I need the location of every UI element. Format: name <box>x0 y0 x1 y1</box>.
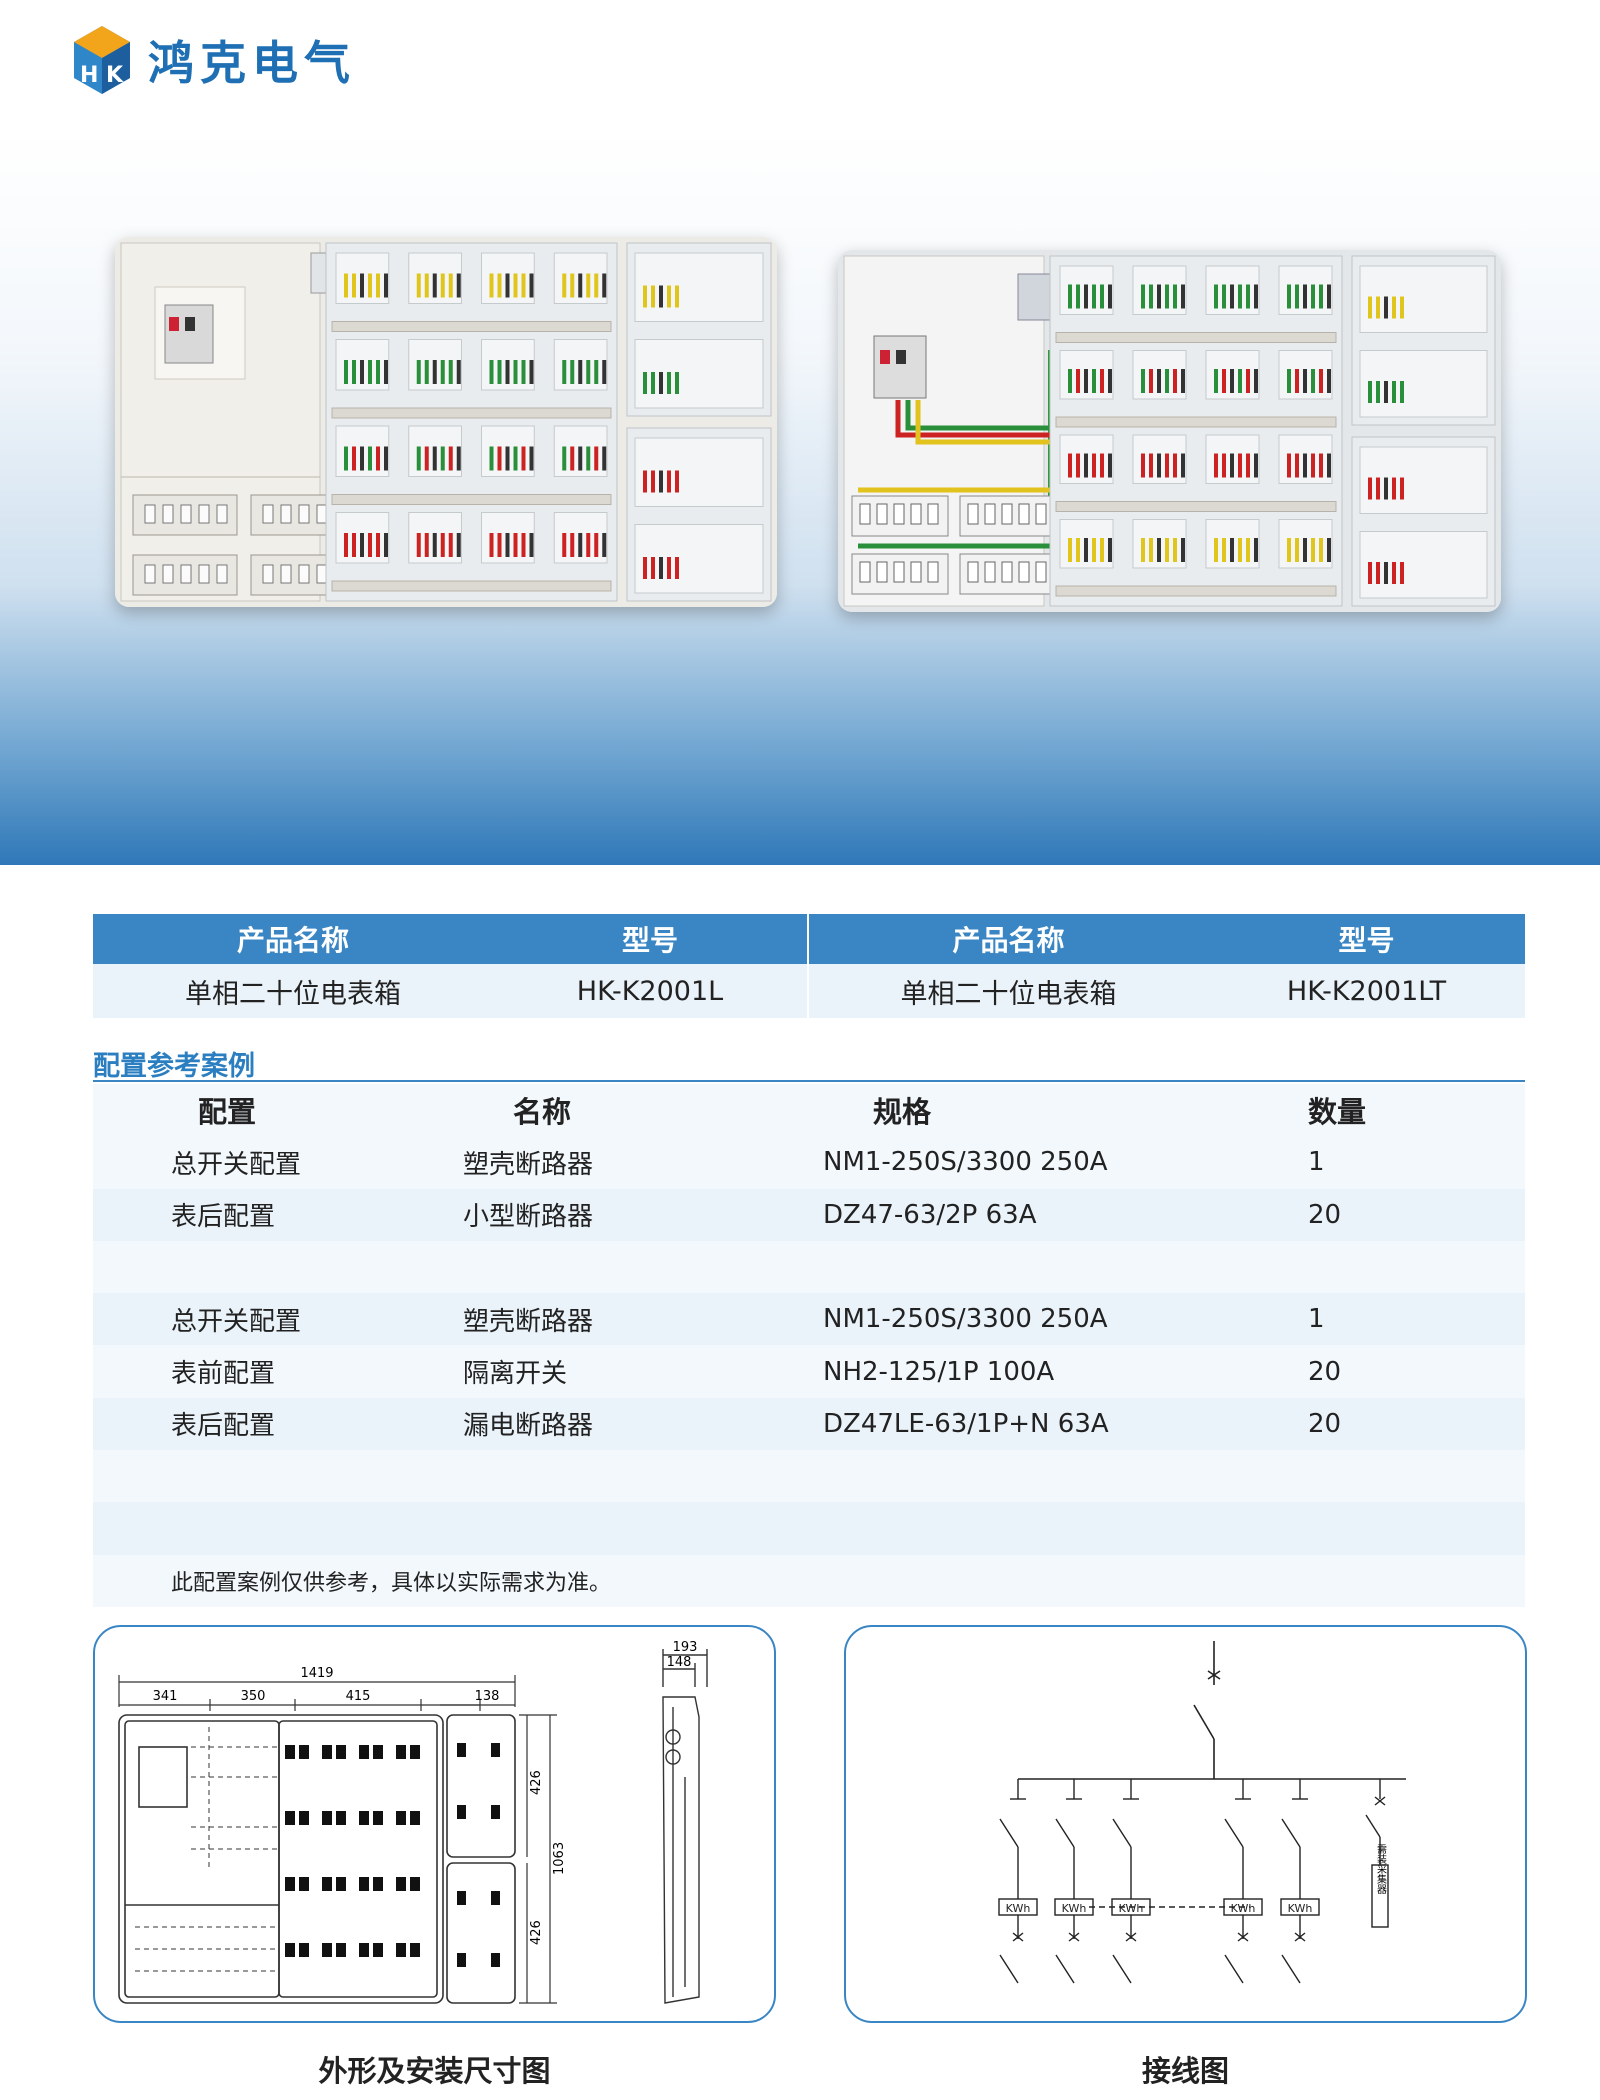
config-cell-spec: DZ47-63/2P 63A <box>823 1199 1037 1230</box>
header: H K 鸿克电气 <box>70 20 356 100</box>
kwh-meter-icon <box>998 1898 1038 1916</box>
config-row: 总开关配置 塑壳断路器 NM1-250S/3300 250A 1 <box>93 1293 1525 1346</box>
config-row <box>93 1240 1525 1294</box>
dim-height-lower: 426 <box>529 1920 544 1945</box>
config-cell-qty: 20 <box>1308 1408 1342 1439</box>
config-divider <box>93 1080 1525 1082</box>
kwh-label: KWh <box>1062 1902 1087 1915</box>
header-product-name-2: 产品名称 <box>807 914 1208 964</box>
product-name-1: 单相二十位电表箱 <box>93 964 493 1018</box>
dim-seg3: 415 <box>346 1689 371 1704</box>
dim-height-upper: 426 <box>529 1770 544 1795</box>
dim-seg1: 341 <box>153 1689 178 1704</box>
product-photo-left <box>115 237 777 607</box>
config-note: 此配置案例仅供参考，具体以实际需求为准。 <box>171 1570 612 1596</box>
config-cell-name: 塑壳断路器 <box>463 1306 594 1337</box>
config-header-name: 名称 <box>513 1095 572 1130</box>
header-model-2: 型号 <box>1208 914 1525 964</box>
config-header-config: 配置 <box>198 1095 257 1130</box>
model-2: HK-K2001LT <box>1208 964 1525 1018</box>
kwh-label: KWh <box>1119 1902 1144 1915</box>
dim-depth-outer: 193 <box>673 1640 698 1655</box>
dimension-drawing-box: 1419 341 350 415 138 <box>93 1625 776 2023</box>
config-cell-config: 表后配置 <box>171 1411 276 1442</box>
config-cell-name: 塑壳断路器 <box>463 1149 594 1180</box>
config-cell-name: 小型断路器 <box>463 1202 594 1233</box>
kwh-label: KWh <box>1006 1902 1031 1915</box>
dim-seg2: 350 <box>241 1689 266 1704</box>
hero-banner <box>0 130 1600 865</box>
header-model-1: 型号 <box>493 914 808 964</box>
config-cell-qty: 1 <box>1308 1304 1325 1335</box>
config-row: 表后配置 漏电断路器 DZ47LE-63/1P+N 63A 20 <box>93 1397 1525 1451</box>
svg-text:K: K <box>106 63 124 88</box>
svg-text:H: H <box>80 63 98 88</box>
product-table: 产品名称 型号 产品名称 型号 单相二十位电表箱 HK-K2001L 单相二十位… <box>93 914 1525 1018</box>
dimension-caption: 外形及安装尺寸图 <box>318 2054 551 2088</box>
config-cell-name: 隔离开关 <box>463 1359 568 1390</box>
brand-name: 鸿克电气 <box>148 36 356 90</box>
config-cell-spec: DZ47LE-63/1P+N 63A <box>823 1408 1109 1439</box>
model-1: HK-K2001L <box>493 964 808 1018</box>
kwh-label: KWh <box>1231 1902 1256 1915</box>
dim-seg4: 138 <box>475 1689 500 1704</box>
product-photo-right <box>838 250 1501 612</box>
wiring-diagram: 需装采集器 KWh KWh KWh KWh KWh <box>998 1641 1406 1984</box>
dim-height-total: 1063 <box>552 1842 567 1875</box>
product-name-2: 单相二十位电表箱 <box>807 964 1208 1018</box>
dim-depth-inner: 148 <box>667 1655 692 1670</box>
config-note-row: 此配置案例仅供参考，具体以实际需求为准。 <box>93 1554 1525 1607</box>
config-header-row: 配置 名称 规格 数量 <box>93 1084 1525 1137</box>
config-cell-config: 表后配置 <box>171 1202 276 1233</box>
wiring-caption: 接线图 <box>1141 2054 1229 2088</box>
config-cell-qty: 20 <box>1308 1199 1342 1230</box>
config-cell-config: 总开关配置 <box>171 1306 302 1337</box>
config-cell-spec: NM1-250S/3300 250A <box>823 1304 1108 1335</box>
kwh-meter-icon <box>1280 1898 1320 1916</box>
dimension-drawing: 1419 341 350 415 138 <box>118 1640 708 2004</box>
hk-logo-icon: H K <box>74 26 130 94</box>
config-title: 配置参考案例 <box>93 1051 255 1082</box>
config-cell-qty: 1 <box>1308 1147 1325 1178</box>
config-cell-spec: NM1-250S/3300 250A <box>823 1147 1108 1178</box>
config-cell-name: 漏电断路器 <box>463 1411 594 1442</box>
config-row <box>93 1450 1525 1503</box>
config-row: 总开关配置 塑壳断路器 NM1-250S/3300 250A 1 <box>93 1136 1525 1189</box>
config-header-qty: 数量 <box>1308 1095 1367 1130</box>
config-row: 表前配置 隔离开关 NH2-125/1P 100A 20 <box>93 1345 1525 1398</box>
config-cell-qty: 20 <box>1308 1356 1342 1387</box>
config-cell-config: 表前配置 <box>171 1359 276 1390</box>
config-header-spec: 规格 <box>873 1095 932 1130</box>
config-row <box>93 1502 1525 1555</box>
kwh-label: KWh <box>1288 1902 1313 1915</box>
config-row: 表后配置 小型断路器 DZ47-63/2P 63A 20 <box>93 1188 1525 1241</box>
dim-total-width: 1419 <box>300 1666 333 1681</box>
header-product-name-1: 产品名称 <box>93 914 493 964</box>
collector-label: 需装采集器 <box>1375 1844 1387 1895</box>
config-cell-config: 总开关配置 <box>171 1149 302 1180</box>
config-cell-spec: NH2-125/1P 100A <box>823 1356 1055 1387</box>
wiring-diagram-box: 需装采集器 KWh KWh KWh KWh KWh <box>844 1625 1527 2023</box>
